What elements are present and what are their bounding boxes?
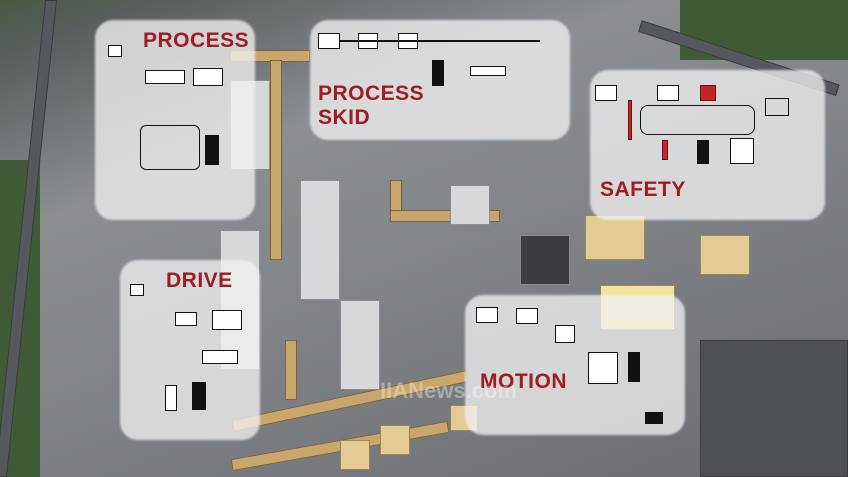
io-module-icon — [202, 350, 238, 364]
box — [380, 425, 410, 455]
machine — [340, 300, 380, 390]
drive-icon — [697, 140, 709, 164]
safety-relay-icon — [700, 85, 716, 101]
drive-icon — [432, 60, 444, 86]
io-module-icon — [555, 325, 575, 343]
motor-icon — [645, 412, 663, 424]
drive-icon — [192, 382, 206, 410]
process-skid-label-line1: PROCESS — [318, 82, 425, 105]
computer-icon — [108, 45, 122, 57]
pallet-boxes — [700, 235, 750, 275]
box — [340, 440, 370, 470]
machine — [300, 180, 340, 300]
drive-icon — [205, 135, 219, 165]
light-curtain-icon — [628, 100, 632, 140]
hmi-icon — [318, 33, 340, 49]
drive-icon — [628, 352, 640, 382]
machine — [450, 185, 490, 225]
motion-label: MOTION — [480, 370, 567, 393]
drive-icon — [165, 385, 177, 411]
safety-label: SAFETY — [600, 178, 686, 201]
network-switch-icon — [657, 85, 679, 101]
conveyor — [285, 340, 297, 400]
watermark: IIANews.com — [380, 378, 517, 403]
io-module-icon — [470, 66, 506, 76]
hmi-icon — [595, 85, 617, 101]
safety-sensor-icon — [662, 140, 668, 160]
network-switch-icon — [175, 312, 197, 326]
hmi-icon — [476, 307, 498, 323]
network-switch-icon — [516, 308, 538, 324]
barrels — [520, 235, 570, 285]
hmi-icon — [193, 68, 223, 86]
motion-zone — [465, 295, 685, 435]
process-skid-label-line2: SKID — [318, 106, 371, 129]
network-switch-icon — [145, 70, 185, 84]
network-line — [340, 40, 540, 42]
pallet-boxes — [585, 215, 645, 260]
controller-ring-icon — [140, 125, 200, 170]
servo-drive-icon — [588, 352, 618, 384]
process-label: PROCESS — [143, 29, 250, 52]
drive-label: DRIVE — [166, 269, 233, 292]
computer-icon — [130, 284, 144, 296]
control-room — [700, 340, 848, 477]
conveyor — [270, 60, 282, 260]
drive-icon — [730, 138, 754, 164]
safety-ring-icon — [640, 105, 755, 135]
hmi-icon — [212, 310, 242, 330]
robot-arm-icon — [765, 98, 789, 116]
